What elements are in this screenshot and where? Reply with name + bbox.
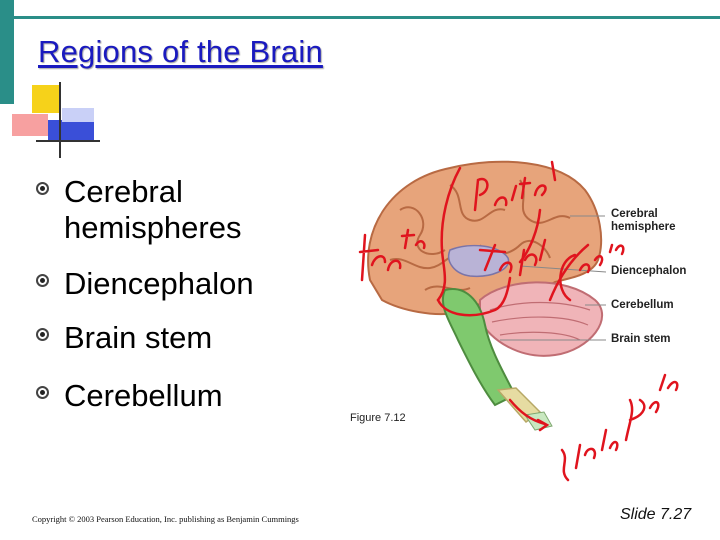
diencephalon-shape	[448, 244, 510, 278]
top-accent-line	[12, 16, 720, 19]
handwriting-spinal-cord	[560, 373, 679, 482]
handwritten-annotations	[358, 160, 679, 482]
bullet-icon	[36, 182, 49, 195]
spinal-cord-shape	[496, 387, 542, 424]
label-cerebellum: Cerebellum	[611, 299, 674, 311]
label-diencephalon: Diencephalon	[611, 265, 687, 277]
corner-decoration	[12, 82, 100, 158]
handwriting-frontal	[358, 228, 426, 282]
label-brain-stem: Brain stem	[611, 333, 671, 345]
bullet-label: Cerebellum	[64, 378, 223, 413]
bullet-icon	[36, 274, 49, 287]
brain-illustration	[358, 160, 679, 482]
bullet-label: Brain stem	[64, 320, 213, 355]
bullet-icon	[36, 386, 49, 399]
left-accent-bar	[0, 0, 14, 104]
boundary-frontal-parietal	[436, 166, 462, 302]
copyright-notice: Copyright © 2003 Pearson Education, Inc.…	[32, 514, 299, 524]
slide-number: Slide 7.27	[620, 506, 692, 523]
cerebellum-shape	[479, 281, 604, 357]
boundary-temporal	[436, 276, 512, 317]
handwriting-parietal	[473, 160, 557, 212]
boundary-occipital	[548, 243, 590, 302]
bullet-icon	[36, 328, 49, 341]
bullet-label: Cerebral hemispheres	[64, 174, 242, 245]
figure-caption: Figure 7.12	[350, 412, 406, 424]
bullet-label: Diencephalon	[64, 266, 254, 301]
handwriting-arrow	[508, 398, 550, 432]
slide-title: Regions of the Brain	[38, 34, 323, 69]
label-hemisphere: hemisphere	[611, 221, 676, 233]
label-cerebral: Cerebral	[611, 208, 658, 220]
handwriting-temporal	[478, 238, 547, 277]
slide-top-bar	[0, 0, 720, 20]
